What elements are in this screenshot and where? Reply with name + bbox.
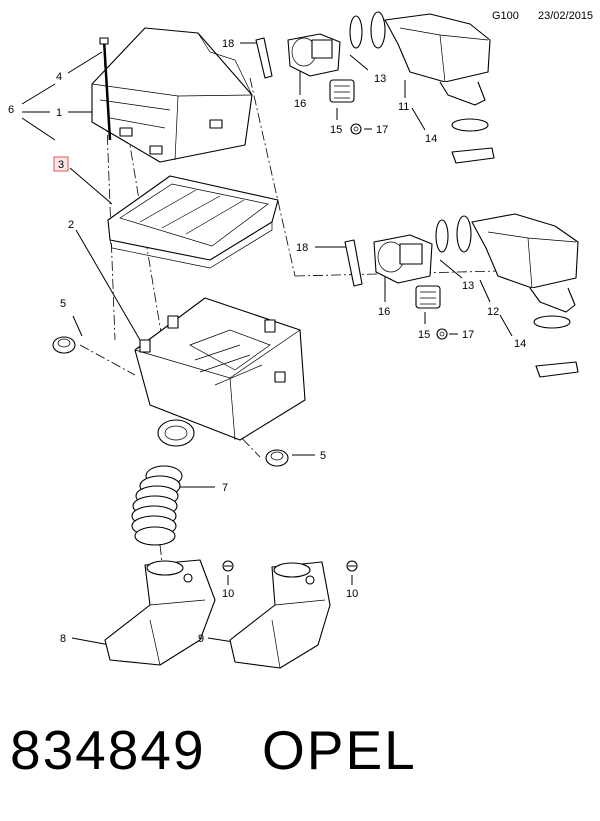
callout-7: 7 bbox=[222, 482, 228, 494]
part-number: 834849 bbox=[10, 719, 206, 781]
hose-clamp-upper bbox=[255, 37, 273, 79]
mass-airflow-sensor-upper bbox=[287, 33, 341, 77]
callout-14-upper: 14 bbox=[425, 133, 437, 145]
resonator-duct-upper bbox=[384, 13, 491, 106]
callout-18-upper: 18 bbox=[222, 38, 234, 50]
callout-1: 1 bbox=[56, 107, 62, 119]
bracket-upper bbox=[451, 147, 495, 164]
leader-lines bbox=[21, 42, 513, 646]
sensor-connector-upper bbox=[329, 79, 355, 103]
callout-15-upper: 15 bbox=[330, 124, 342, 136]
callout-17-upper: 17 bbox=[376, 124, 388, 136]
intake-duct-right bbox=[229, 561, 331, 669]
callout-15-lower: 15 bbox=[418, 329, 430, 341]
clip-right bbox=[346, 560, 358, 572]
callout-17-lower: 17 bbox=[462, 329, 474, 341]
callout-6: 6 bbox=[8, 104, 14, 116]
resonator-duct-lower bbox=[471, 213, 579, 313]
hose-clamp-upper-outlet bbox=[451, 118, 489, 132]
clamp-ring-lower bbox=[435, 215, 472, 253]
air-filter-element bbox=[107, 175, 279, 269]
sensor-screw-upper bbox=[350, 123, 362, 135]
clamp-ring-upper bbox=[349, 11, 386, 49]
brand-name: OPEL bbox=[262, 719, 417, 781]
callout-13-upper: 13 bbox=[374, 73, 386, 85]
bracket-lower bbox=[535, 361, 579, 378]
callouts: 6 1 4 3 2 5 5 7 8 9 10 10 18 16 13 11 15… bbox=[8, 38, 526, 645]
highlight-box-3 bbox=[53, 156, 69, 172]
sensor-connector-lower bbox=[415, 285, 441, 309]
callout-12: 12 bbox=[487, 306, 499, 318]
callout-14-lower: 14 bbox=[514, 338, 526, 350]
intake-duct-left bbox=[104, 559, 216, 666]
grommet-right bbox=[265, 449, 289, 467]
hose-clamp-lower-outlet bbox=[533, 315, 571, 329]
callout-5-left: 5 bbox=[60, 298, 66, 310]
callout-9: 9 bbox=[198, 633, 204, 645]
callout-2: 2 bbox=[68, 219, 74, 231]
bolt bbox=[99, 37, 112, 141]
sensor-screw-lower bbox=[436, 328, 448, 340]
footer: 834849 OPEL bbox=[0, 718, 600, 798]
callout-4: 4 bbox=[56, 71, 62, 83]
callout-5-right: 5 bbox=[320, 450, 326, 462]
upper-housing-cover bbox=[91, 27, 253, 163]
diagram-code: G100 bbox=[492, 10, 519, 22]
callout-11: 11 bbox=[398, 101, 409, 113]
callout-16-upper: 16 bbox=[294, 98, 306, 110]
callout-8: 8 bbox=[60, 633, 66, 645]
hose-clamp-lower bbox=[344, 239, 363, 287]
callout-10-right: 10 bbox=[346, 588, 358, 600]
callout-10-left: 10 bbox=[222, 588, 234, 600]
callout-16-lower: 16 bbox=[378, 306, 390, 318]
exploded-parts-diagram: 6 1 4 3 2 5 5 7 8 9 10 10 18 16 13 11 15… bbox=[8, 11, 579, 669]
callout-3: 3 bbox=[58, 159, 64, 171]
clip-left bbox=[222, 560, 234, 572]
grommet-left bbox=[52, 336, 76, 354]
mass-airflow-sensor-lower bbox=[373, 234, 433, 284]
corrugated-intake-hose bbox=[131, 465, 183, 546]
callout-13-lower: 13 bbox=[462, 280, 474, 292]
lower-housing bbox=[134, 297, 306, 447]
diagram-date: 23/02/2015 bbox=[538, 10, 594, 22]
callout-18-lower: 18 bbox=[296, 242, 308, 254]
